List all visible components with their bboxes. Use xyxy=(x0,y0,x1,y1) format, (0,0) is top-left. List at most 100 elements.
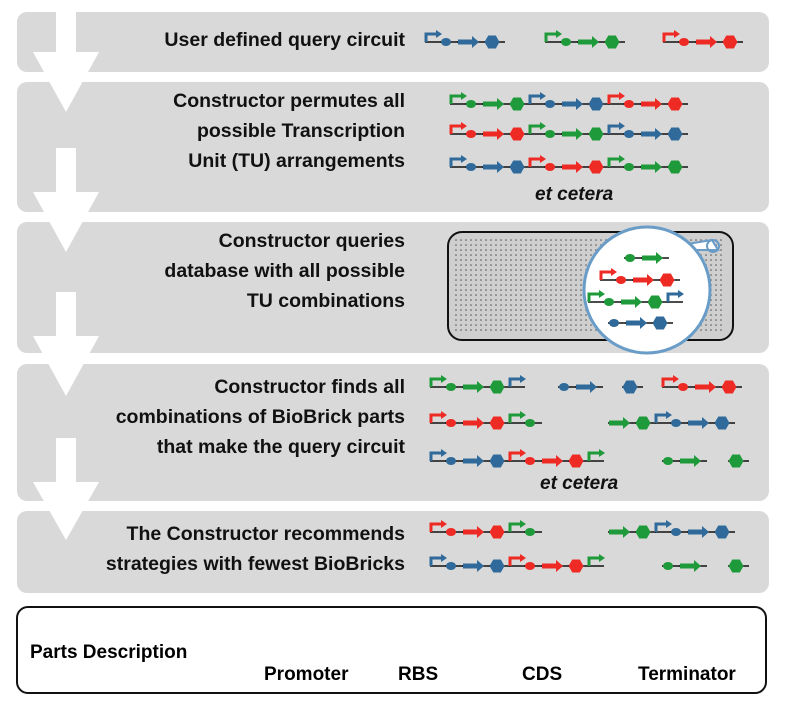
promoter-part-head xyxy=(461,92,467,100)
database-dot xyxy=(505,309,507,311)
database-dot xyxy=(595,244,597,246)
database-dot xyxy=(485,329,487,331)
database-dot xyxy=(500,319,502,321)
cds-part xyxy=(576,381,597,393)
database-dot xyxy=(460,249,462,251)
database-dot xyxy=(715,254,717,256)
database-dot xyxy=(545,294,547,296)
database-dot xyxy=(565,269,567,271)
terminator-part xyxy=(659,273,675,287)
step-panel-4 xyxy=(17,364,769,501)
database-dot xyxy=(455,279,457,281)
database-dot xyxy=(710,329,712,331)
database-dot xyxy=(505,269,507,271)
database-dot xyxy=(530,244,532,246)
legend-label-rbs: RBS xyxy=(398,664,439,685)
step-4-text: Constructor finds all combinations of Bi… xyxy=(116,372,405,462)
database-dot xyxy=(485,264,487,266)
database-dot xyxy=(475,274,477,276)
database-dot xyxy=(555,244,557,246)
database-dot xyxy=(550,249,552,251)
database-dot xyxy=(515,239,517,241)
database-dot xyxy=(480,269,482,271)
cds-part xyxy=(688,417,709,429)
database-dot xyxy=(555,249,557,251)
rbs-part xyxy=(671,419,681,427)
database-dot xyxy=(530,299,532,301)
promoter-part xyxy=(508,377,521,387)
terminator-part xyxy=(588,127,604,141)
database-dot xyxy=(580,274,582,276)
database-dot xyxy=(715,274,717,276)
flow-arrow-4 xyxy=(33,438,99,540)
legend-title: Parts Description xyxy=(30,642,188,663)
rbs-part xyxy=(624,130,634,138)
cds-part xyxy=(542,560,563,572)
promoter-part-head xyxy=(540,92,546,100)
promoter-part-head xyxy=(619,155,625,163)
database-dot xyxy=(515,329,517,331)
rbs-part xyxy=(441,38,451,46)
database-dot xyxy=(500,324,502,326)
step-4-et-cetera: et cetera xyxy=(540,473,619,494)
database-dot xyxy=(545,324,547,326)
terminator-part xyxy=(728,454,744,468)
database-dot xyxy=(490,279,492,281)
database-dot xyxy=(565,239,567,241)
database-dot xyxy=(455,289,457,291)
cds-part xyxy=(483,98,504,110)
database-dot xyxy=(565,329,567,331)
database-dot xyxy=(515,299,517,301)
database-dot xyxy=(570,269,572,271)
database-dot xyxy=(535,239,537,241)
database-dot xyxy=(545,259,547,261)
database-dot xyxy=(710,254,712,256)
database-dot xyxy=(715,324,717,326)
database-dot xyxy=(710,314,712,316)
cds-part xyxy=(626,317,647,329)
database-dot xyxy=(490,329,492,331)
promoter-part xyxy=(508,522,521,532)
cds-part xyxy=(621,296,642,308)
database-dot xyxy=(510,264,512,266)
rbs-part xyxy=(525,528,535,536)
rbs-part xyxy=(609,319,619,327)
promoter-part xyxy=(508,451,521,461)
database-dot xyxy=(510,319,512,321)
database-dot xyxy=(470,249,472,251)
promoter-part-head xyxy=(540,155,546,163)
database-dot xyxy=(580,319,582,321)
database-dot xyxy=(535,319,537,321)
database-dot xyxy=(470,314,472,316)
terminator-part xyxy=(722,35,738,49)
database-dot xyxy=(455,314,457,316)
database-dot xyxy=(475,244,477,246)
cds-part xyxy=(609,526,630,538)
database-dot xyxy=(540,249,542,251)
database-dot xyxy=(560,289,562,291)
database-dot xyxy=(550,324,552,326)
database-dot xyxy=(520,269,522,271)
promoter-part xyxy=(666,292,679,302)
database-dot xyxy=(485,309,487,311)
database-dot xyxy=(525,319,527,321)
terminator-part xyxy=(622,380,638,394)
database-dot xyxy=(535,299,537,301)
database-dot xyxy=(495,289,497,291)
database-dot xyxy=(470,309,472,311)
database-dot xyxy=(540,269,542,271)
step-panel-5 xyxy=(17,511,769,593)
database-dot xyxy=(510,309,512,311)
rbs-part xyxy=(671,528,681,536)
database-dot xyxy=(530,284,532,286)
database-dot xyxy=(455,254,457,256)
database-dot xyxy=(470,294,472,296)
database-dot xyxy=(465,254,467,256)
database-dot xyxy=(720,314,722,316)
database-dot xyxy=(475,329,477,331)
rbs-part xyxy=(446,383,456,391)
database-dot xyxy=(705,324,707,326)
database-dot xyxy=(575,239,577,241)
database-dot xyxy=(580,264,582,266)
database-dot xyxy=(565,284,567,286)
